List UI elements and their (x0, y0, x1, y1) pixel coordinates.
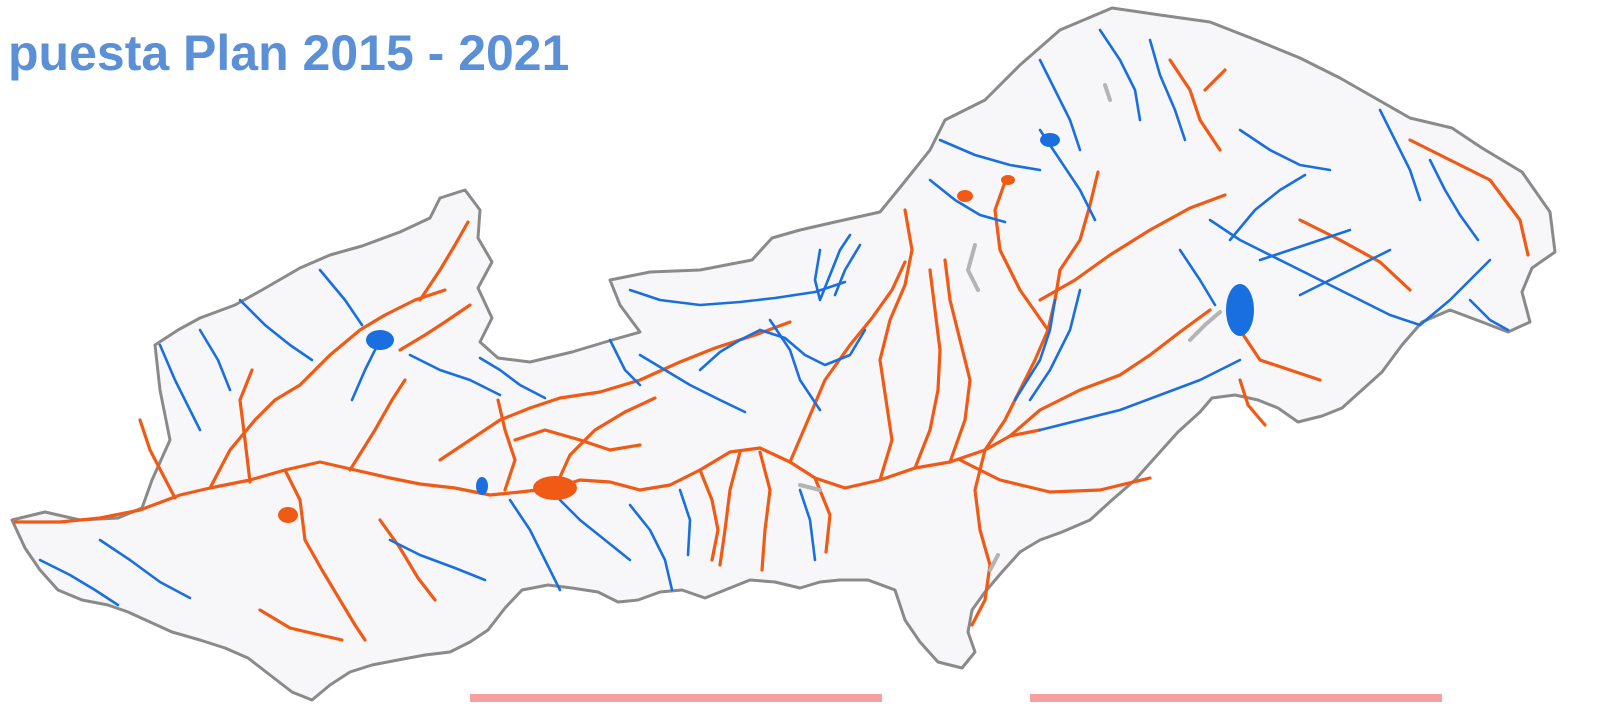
river-segment-orange (878, 208, 914, 482)
river-segment-blue (768, 318, 822, 412)
river-segment-blue (628, 503, 674, 592)
river-segment-blue (638, 353, 747, 414)
river-segment-blue (1258, 228, 1352, 262)
river-segment-blue (158, 343, 202, 432)
river-segment-orange (970, 448, 992, 627)
rivers-gray (798, 83, 1222, 572)
river-segment-blue (1038, 58, 1082, 152)
river-segment-blue (628, 280, 847, 307)
reservoirs (278, 133, 1254, 523)
accent-bar-left (470, 694, 882, 702)
river-segment-orange (1168, 58, 1222, 152)
river-segment-blue (1098, 28, 1142, 122)
river-segment-blue (198, 328, 232, 392)
river-segment-gray (988, 553, 1000, 572)
river-segment-blue (508, 498, 562, 592)
river-segment-blue (1298, 248, 1392, 297)
river-segment-orange (1038, 193, 1227, 302)
river-segment-blue (1208, 218, 1422, 327)
river-segment-gray (1188, 310, 1222, 342)
river-segment-orange (1238, 328, 1322, 382)
river-segment-blue (758, 328, 867, 367)
river-segment-orange (1008, 308, 1212, 438)
river-segment-orange (513, 428, 642, 452)
river-segment-orange (138, 418, 177, 500)
river-segment-gray (965, 243, 980, 292)
river-segment-blue (408, 353, 502, 397)
river-segment-blue (1468, 298, 1510, 332)
river-segment-orange (398, 303, 472, 352)
river-segment-orange (496, 398, 517, 492)
river-segment-blue (1148, 38, 1187, 142)
river-segment-blue (318, 268, 364, 327)
river-segment-blue (798, 488, 817, 562)
river-segment-blue (478, 356, 547, 400)
river-segment-orange (1298, 218, 1412, 292)
river-segment-blue (608, 338, 642, 387)
river-segment-blue (1428, 158, 1480, 242)
river-segment-blue (98, 538, 192, 600)
river-segment-blue (928, 178, 1007, 224)
river-segment-blue (1418, 258, 1492, 327)
river-segment-blue (350, 338, 382, 402)
river-segment-orange (553, 396, 657, 490)
reservoir-blue (1226, 284, 1254, 336)
river-segment-gray (798, 483, 822, 492)
river-segment-orange (958, 458, 1152, 494)
reservoir-blue (1040, 133, 1060, 147)
rivers-orange (13, 58, 1530, 642)
river-segment-orange (913, 268, 942, 470)
river-segment-blue (1028, 288, 1082, 402)
river-segment-blue (813, 233, 852, 302)
reservoir-orange (1001, 175, 1015, 185)
river-segment-orange (1058, 170, 1100, 272)
river-segment-blue (678, 488, 692, 557)
river-segment-orange (788, 260, 907, 464)
river-segment-blue (938, 138, 1042, 172)
river-segment-orange (348, 378, 407, 472)
river-segment-orange (993, 180, 1050, 332)
river-segment-orange (238, 368, 254, 484)
river-segment-blue (1378, 108, 1422, 202)
river-segment-orange (943, 258, 972, 464)
river-segment-blue (1038, 358, 1242, 432)
river-segment-orange (258, 608, 344, 642)
reservoir-blue (366, 330, 394, 350)
river-segment-blue (558, 498, 632, 562)
river-segment-blue (388, 538, 487, 582)
river-segment-blue (833, 243, 862, 297)
river-segment-gray (1103, 83, 1112, 102)
reservoir-blue (476, 477, 488, 495)
river-segment-blue (238, 298, 314, 362)
river-segment-orange (1238, 378, 1267, 427)
river-segment-blue (1228, 173, 1307, 242)
river-segment-orange (208, 383, 302, 490)
basin-outline (10, 6, 1557, 702)
river-segment-orange (718, 450, 742, 567)
accent-bar-right (1030, 694, 1442, 702)
river-segment-orange (438, 320, 792, 462)
slide-title: puesta Plan 2015 - 2021 (8, 25, 570, 81)
river-segment-blue (1013, 298, 1057, 402)
river-segment-orange (418, 220, 470, 302)
river-segment-blue (38, 558, 120, 607)
reservoir-orange (957, 190, 973, 202)
river-segment-orange (758, 450, 772, 572)
river-segment-orange (1408, 138, 1530, 257)
river-segment-orange (698, 468, 720, 562)
river-segment-blue (1178, 248, 1217, 307)
river-segment-blue (698, 328, 762, 372)
rivers-blue (38, 28, 1510, 607)
river-segment-orange (1203, 68, 1227, 92)
river-segment-blue (1238, 128, 1332, 172)
reservoir-orange (533, 476, 577, 500)
reservoir-orange (278, 507, 298, 523)
river-segment-orange (283, 468, 367, 642)
river-segment-orange (378, 518, 437, 602)
